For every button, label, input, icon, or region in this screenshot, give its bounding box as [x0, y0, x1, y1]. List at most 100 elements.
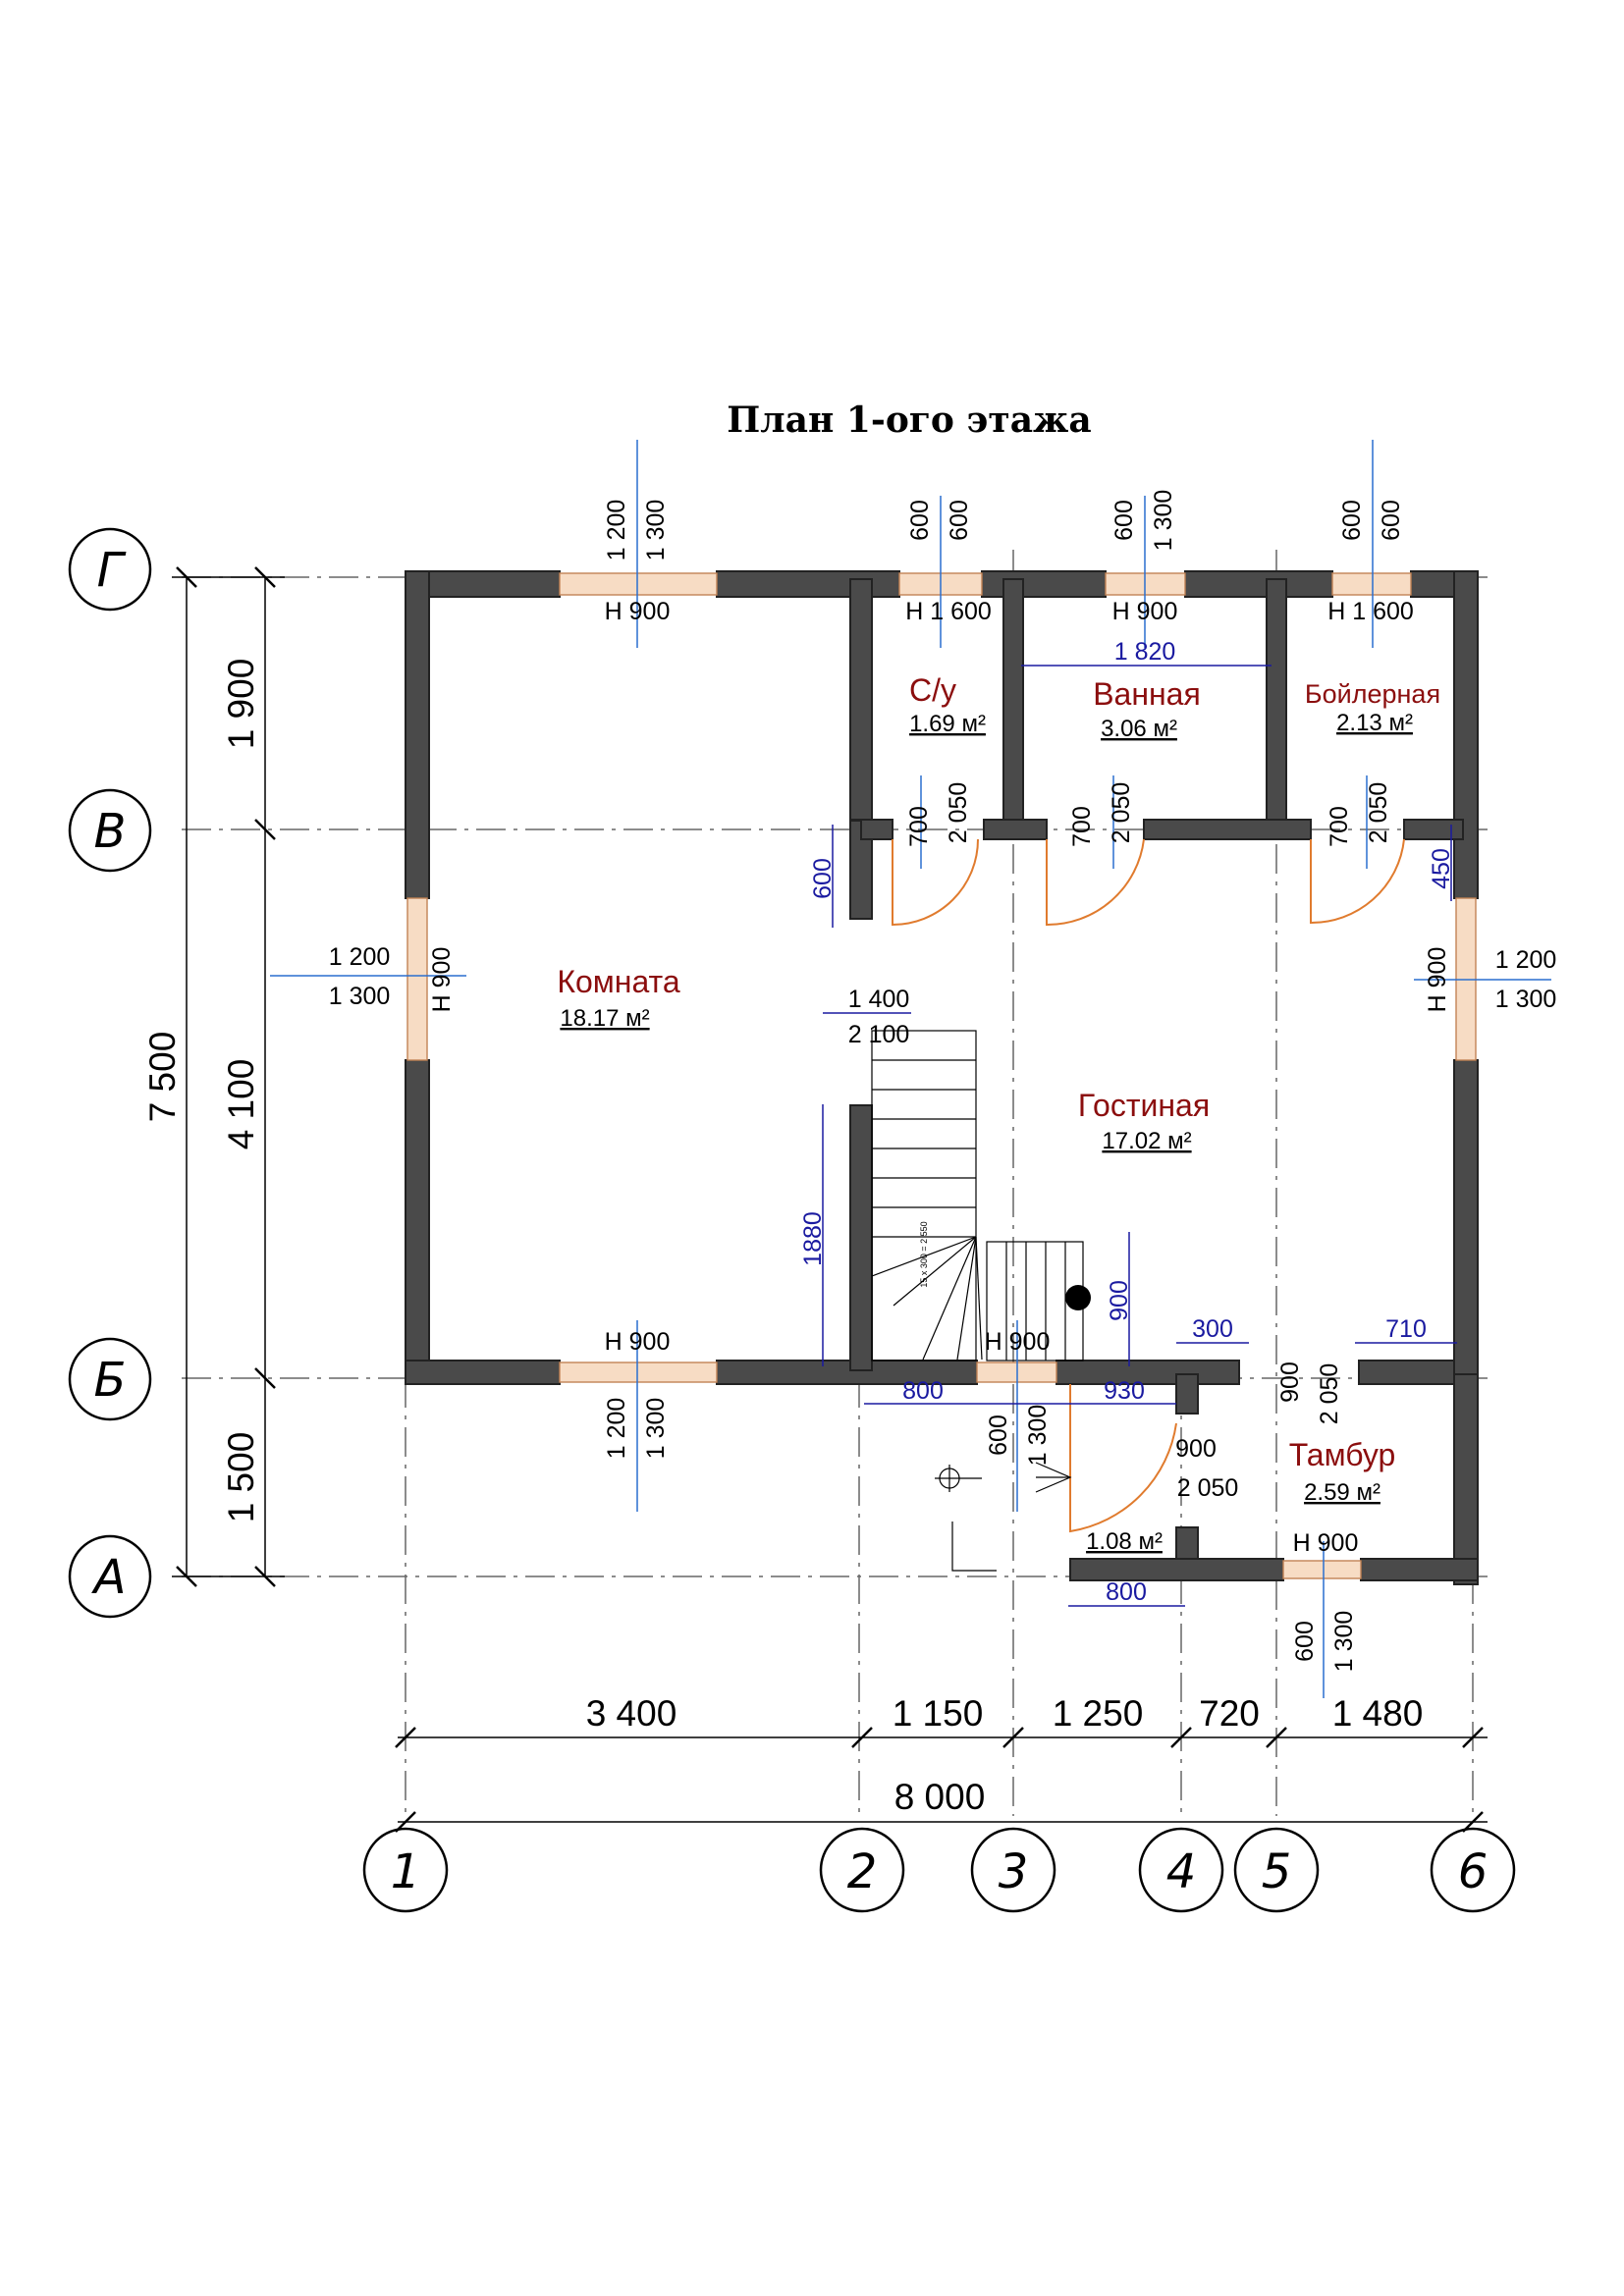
window-bottom-komnata [559, 1362, 718, 1383]
d-su-a: 700 [905, 806, 933, 847]
w3-h: Н 900 [1112, 598, 1178, 625]
d-tamb-a: 900 [1276, 1362, 1304, 1403]
axis-label-a: А [91, 1550, 127, 1605]
window-top-komnata [559, 572, 718, 596]
room-tambur-name: Тамбур [1289, 1437, 1396, 1472]
wb1-h: Н 900 [605, 1328, 671, 1356]
porch-steps [935, 1462, 1072, 1572]
door-su [892, 838, 979, 927]
d-tamb-b: 2 050 [1316, 1363, 1343, 1425]
room-vannaya-name: Ванная [1093, 676, 1201, 712]
axis-lines-horizontal [182, 576, 1492, 1577]
d-300: 300 [1192, 1315, 1233, 1343]
door-vannaya [1046, 838, 1145, 927]
w4-b: 600 [1378, 500, 1405, 541]
stair-note: 15 x 300 = 2 550 [919, 1221, 929, 1287]
dim-bottom-3: 1 250 [1053, 1693, 1144, 1734]
axis-label-g: Г [97, 543, 127, 598]
window-labels: Н 900 1 200 1 300 Н 1 600 600 600 Н 900 … [329, 490, 1557, 1673]
vann-width: 1 820 [1114, 638, 1176, 666]
axis-label-4: 4 [1166, 1844, 1197, 1899]
st-b: 2 100 [848, 1021, 910, 1048]
axis-label-3: 3 [999, 1844, 1029, 1899]
d-710: 710 [1385, 1315, 1427, 1343]
axis-label-6: 6 [1458, 1844, 1489, 1899]
room-labels: Комната 18.17 м² С/у 1.69 м² Ванная 3.06… [557, 672, 1440, 1555]
wb2-a: 600 [985, 1415, 1012, 1456]
room-su-name: С/у [909, 672, 956, 708]
d-450: 450 [1428, 848, 1455, 889]
d-tamb-v-b: 2 050 [1177, 1474, 1239, 1502]
window-left [406, 897, 428, 1061]
w2-h: Н 1 600 [905, 598, 992, 625]
left-dimensions: 7 500 1 900 4 100 1 500 [142, 566, 285, 1587]
w1-b: 1 300 [642, 500, 670, 561]
wa-h: Н 900 [1293, 1529, 1359, 1557]
wl-a: 1 200 [329, 943, 391, 971]
axis-label-b: Б [94, 1353, 127, 1408]
plan-title: План 1-ого этажа [727, 400, 1091, 441]
wl-b: 1 300 [329, 983, 391, 1010]
w2-b: 600 [946, 500, 973, 541]
dim-left-total: 7 500 [142, 1032, 183, 1123]
axis-bubbles-numbers: 1 2 3 4 5 6 [362, 1827, 1516, 1913]
wb1-b: 1 300 [642, 1398, 670, 1460]
axis-label-1: 1 [391, 1844, 421, 1899]
room-komnata-name: Комната [557, 964, 680, 999]
room-boiler-area: 2.13 м² [1336, 710, 1413, 736]
wr-h: Н 900 [1424, 947, 1451, 1013]
d-930: 930 [1104, 1377, 1145, 1405]
room-small-area: 1.08 м² [1086, 1528, 1163, 1555]
wb2-h: Н 900 [985, 1328, 1051, 1356]
w1-h: Н 900 [605, 598, 671, 625]
room-komnata-area: 18.17 м² [560, 1005, 649, 1032]
w3-a: 600 [1110, 500, 1138, 541]
dim-bottom-total: 8 000 [894, 1777, 986, 1817]
dim-left-1: 1 900 [221, 659, 261, 750]
room-gostinaya-area: 17.02 м² [1102, 1128, 1191, 1154]
axis-bubbles-letters: Г В Б А [68, 527, 152, 1619]
room-gostinaya-name: Гостиная [1078, 1088, 1210, 1123]
w1-a: 1 200 [603, 500, 630, 561]
bottom-dimensions: 3 400 1 150 1 250 720 1 480 8 000 [395, 1693, 1488, 1833]
d-600: 600 [809, 858, 837, 899]
window-tambur [1282, 1560, 1362, 1579]
axis-label-v: В [94, 804, 127, 859]
wl-h: Н 900 [428, 947, 456, 1013]
w3-b: 1 300 [1150, 490, 1177, 552]
doors [892, 838, 1405, 1533]
d-800a: 800 [902, 1377, 944, 1405]
door-boiler [1310, 838, 1405, 925]
wa-b: 1 300 [1330, 1611, 1358, 1673]
window-top-boiler [1331, 572, 1412, 596]
wr-b: 1 300 [1495, 986, 1557, 1013]
room-vannaya-area: 3.06 м² [1101, 716, 1177, 742]
wa-a: 600 [1291, 1621, 1319, 1662]
misc-dimension-labels: 1 820 700 2 050 700 2 050 700 2 050 600 … [799, 638, 1455, 1606]
dim-bottom-1: 3 400 [586, 1693, 677, 1734]
wr-a: 1 200 [1495, 946, 1557, 974]
d-boi-b: 2 050 [1365, 782, 1392, 844]
wb1-a: 1 200 [603, 1398, 630, 1460]
d-tamb-v-a: 900 [1175, 1435, 1217, 1463]
dim-left-3: 1 500 [221, 1432, 261, 1523]
d-boi-a: 700 [1326, 806, 1353, 847]
d-van-a: 700 [1068, 806, 1096, 847]
room-su-area: 1.69 м² [909, 711, 986, 737]
dim-bottom-4: 720 [1199, 1693, 1260, 1734]
wb2-b: 1 300 [1024, 1405, 1052, 1467]
door-tambur [1069, 1384, 1177, 1533]
w2-a: 600 [906, 500, 934, 541]
axis-label-5: 5 [1262, 1844, 1292, 1899]
d-van-b: 2 050 [1108, 782, 1135, 844]
dim-left-2: 4 100 [221, 1059, 261, 1150]
axis-label-2: 2 [847, 1844, 878, 1899]
dim-bottom-2: 1 150 [893, 1693, 984, 1734]
room-boiler-name: Бойлерная [1305, 679, 1440, 709]
dim-bottom-5: 1 480 [1332, 1693, 1424, 1734]
w4-h: Н 1 600 [1327, 598, 1414, 625]
window-axis-lines [270, 440, 1551, 1698]
d-su-b: 2 050 [945, 782, 972, 844]
staircase: 15 x 300 = 2 550 [871, 1030, 1091, 1362]
